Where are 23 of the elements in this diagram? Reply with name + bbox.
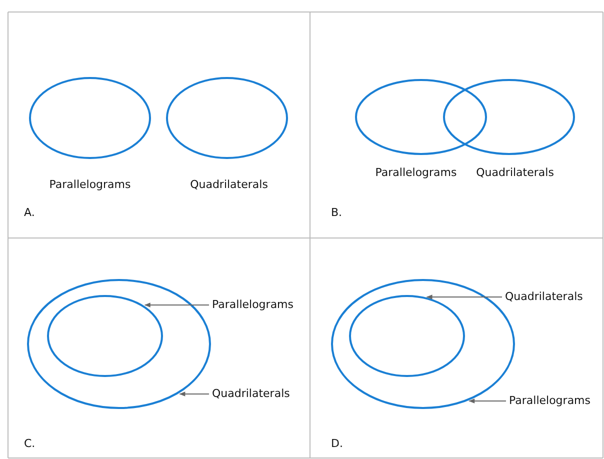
shape-label: Quadrilaterals	[476, 166, 554, 180]
leader-arrow	[144, 302, 210, 308]
panel-letter: D.	[331, 437, 343, 451]
leader-arrow	[426, 294, 502, 300]
shape-label: Parallelograms	[212, 298, 294, 312]
panel-letter: B.	[331, 206, 342, 220]
ellipse	[47, 295, 163, 377]
ellipse	[27, 279, 211, 409]
shape-label: Quadrilaterals	[190, 178, 268, 192]
panel-letter: C.	[24, 437, 36, 451]
shape-label: Quadrilaterals	[212, 387, 290, 401]
ellipse	[166, 77, 288, 159]
shape-label: Parallelograms	[375, 166, 457, 180]
shape-label: Parallelograms	[49, 178, 131, 192]
leader-arrow	[179, 392, 210, 396]
shape-label: Quadrilaterals	[505, 290, 583, 304]
shape-label: Parallelograms	[509, 394, 591, 408]
ellipse	[443, 79, 575, 155]
panel-letter: A.	[24, 206, 35, 220]
ellipse	[349, 295, 465, 377]
leader-arrow	[468, 398, 506, 404]
ellipse	[29, 77, 151, 159]
ellipse	[355, 79, 487, 155]
